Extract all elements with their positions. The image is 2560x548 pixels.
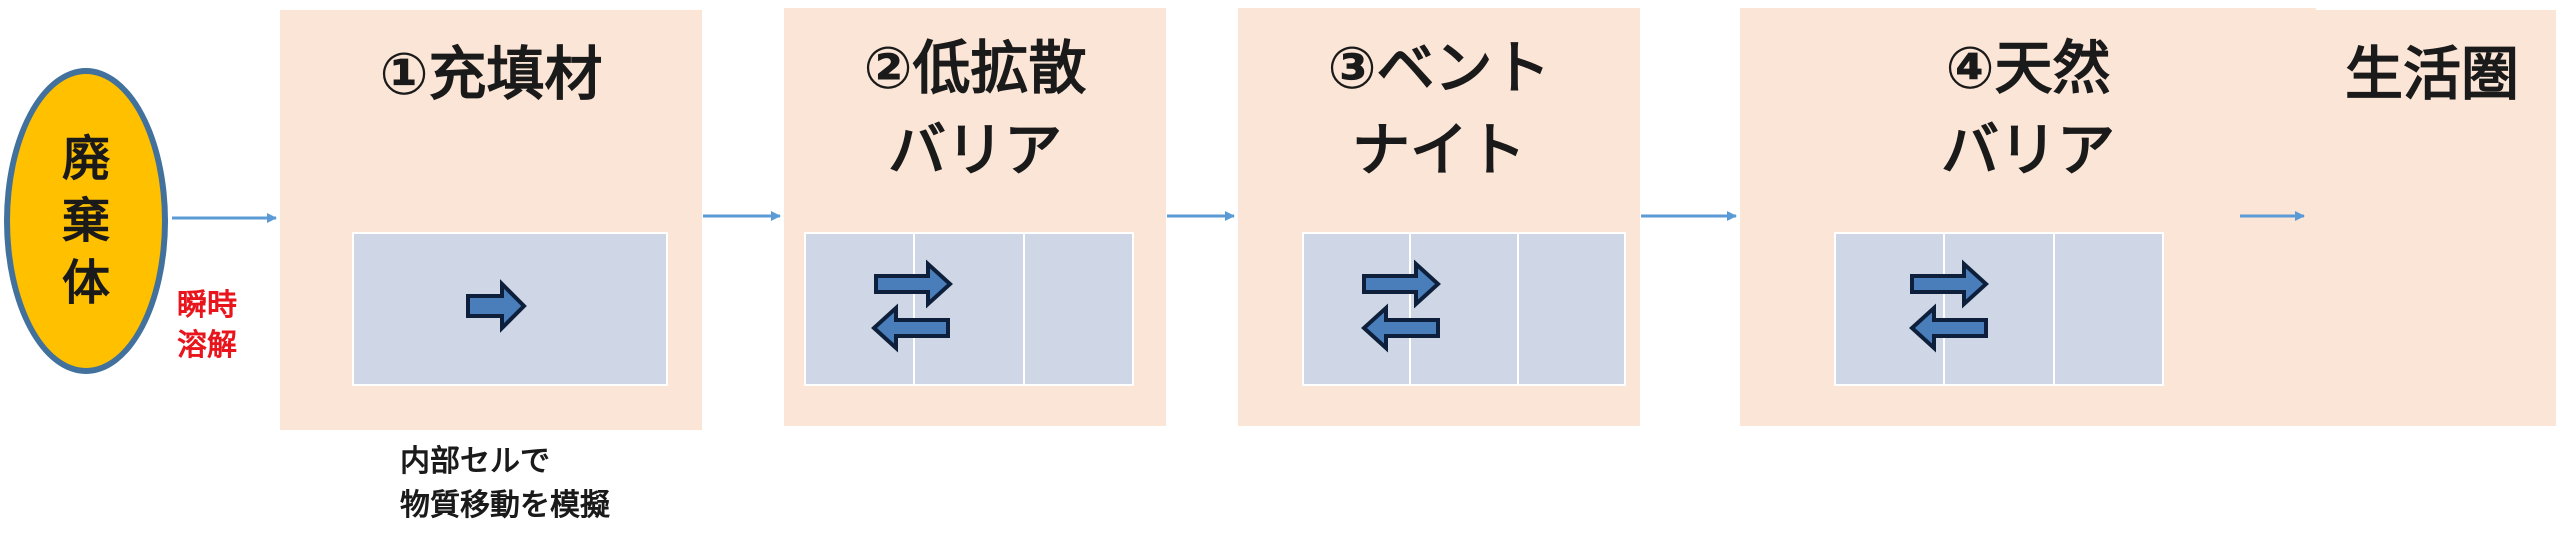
cell [915, 234, 1025, 384]
stage-title-line2: ナイト [1351, 116, 1526, 184]
cell [1836, 234, 1946, 384]
waste-char: 体 [61, 255, 110, 311]
right-arrow-icon [1362, 259, 1441, 309]
left-arrow-icon [1909, 303, 1988, 353]
cell [1411, 234, 1519, 384]
stage-title: ④天然 [1945, 34, 2111, 102]
dissolution-label-line2: 溶解 [177, 328, 237, 363]
waste-char: 棄 [61, 193, 110, 249]
cell-grid [1302, 232, 1626, 386]
cell-grid [804, 232, 1134, 386]
cell-grid [1834, 232, 2164, 386]
dissolution-label-line1: 瞬時 [177, 288, 237, 323]
cell-note-line1: 内部セルで [400, 444, 550, 479]
cell [1304, 234, 1412, 384]
cell [1945, 234, 2055, 384]
right-arrow-icon [466, 279, 527, 333]
cell [806, 234, 916, 384]
waste-body: 廃 棄 体 [4, 68, 168, 374]
stage-bentonite: ③ベント ナイト [1238, 8, 1640, 426]
stage-filler: ①充填材 [280, 10, 702, 430]
right-arrow-icon [1910, 259, 1989, 309]
dissolution-label: 瞬時 溶解 [165, 286, 249, 366]
left-arrow-icon [1361, 303, 1440, 353]
stage-title: 生活圏 [2344, 40, 2519, 108]
cell-note: 内部セルで 物質移動を模擬 [400, 440, 610, 528]
stage-natural-barrier: ④天然 バリア [1740, 8, 2316, 426]
stage-title: ②低拡散 [863, 34, 1087, 102]
waste-char: 廃 [61, 131, 110, 187]
stage-title: ①充填材 [379, 40, 603, 108]
stage-title-line2: バリア [1940, 116, 2115, 184]
cell-note-line2: 物質移動を模擬 [400, 488, 610, 523]
right-arrow-icon [874, 259, 953, 309]
left-arrow-icon [871, 303, 950, 353]
stage-low-diffusion-barrier: ②低拡散 バリア [784, 8, 1166, 426]
stage-title: ③ベント [1327, 34, 1551, 102]
stage-title-line2: バリア [887, 116, 1062, 184]
stage-biosphere: 生活圏 [2308, 10, 2556, 426]
